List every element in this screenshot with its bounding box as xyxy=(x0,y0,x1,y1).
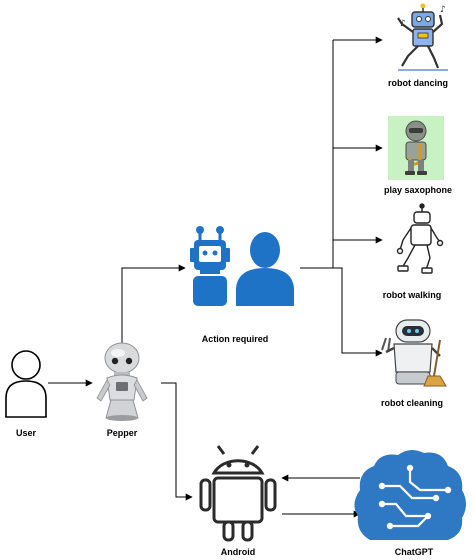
saxophone-robot-icon xyxy=(388,116,444,180)
pepper-to-android-arrow xyxy=(161,382,193,501)
pepper-label: Pepper xyxy=(107,428,138,438)
robot-walking-label: robot walking xyxy=(383,290,442,300)
robot-and-person-icon xyxy=(190,226,294,306)
cleaning-robot-icon xyxy=(381,319,447,387)
user-label: User xyxy=(16,428,37,438)
pepper-to-action-arrow xyxy=(121,264,186,347)
dancing-robot-icon: ♪ ♪ xyxy=(397,3,448,71)
robot-dancing-label: robot dancing xyxy=(388,78,448,88)
play-saxophone-label: play saxophone xyxy=(384,185,452,195)
android-eyes xyxy=(226,462,250,468)
android-label: Android xyxy=(221,547,256,557)
walking-robot-icon xyxy=(396,203,444,274)
chatgpt-label: ChatGPT xyxy=(395,547,434,557)
pepper-robot-icon xyxy=(96,342,148,421)
action-required-label: Action required xyxy=(202,334,269,344)
user-icon xyxy=(5,350,47,418)
brain-circuit-icon xyxy=(354,449,466,540)
svg-text:♪: ♪ xyxy=(440,5,446,15)
connectors xyxy=(48,36,383,518)
svg-text:♪: ♪ xyxy=(400,19,406,29)
android-logo-icon xyxy=(199,445,277,542)
branch-to-cleaning-arrow xyxy=(333,267,383,357)
robot-cleaning-label: robot cleaning xyxy=(381,398,443,408)
